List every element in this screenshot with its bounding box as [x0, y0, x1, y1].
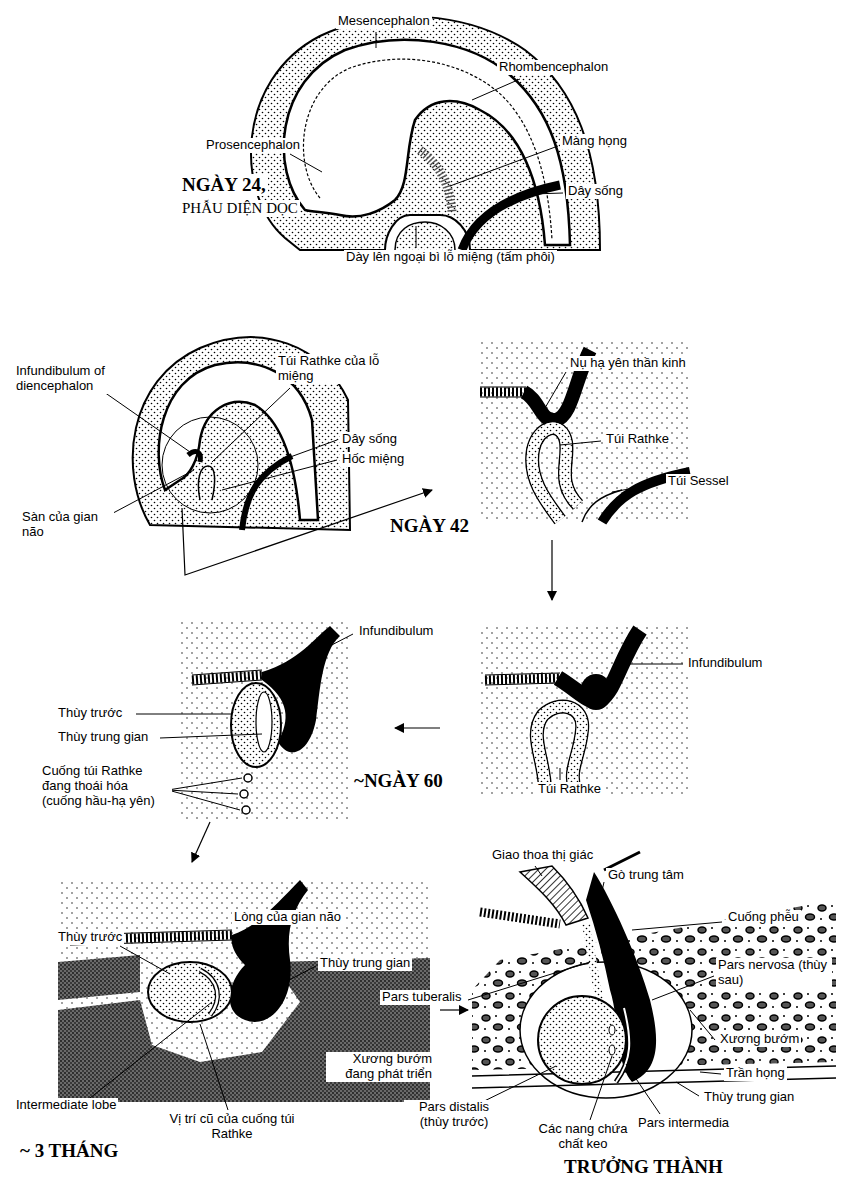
part-label: Infundibulum of diencephalon: [14, 364, 130, 394]
day24-embryo: [251, 17, 600, 250]
stage-title: TRƯỞNG THÀNH: [562, 1156, 725, 1178]
adult-hypophysis: [472, 852, 836, 1098]
stage-detail: [478, 625, 690, 795]
part-label: Prosencephalon: [204, 138, 302, 153]
part-label: Infundibulum: [357, 624, 435, 639]
part-label: Vị trí cũ của cuống túi Rathke: [160, 1112, 304, 1142]
part-label: Túi Sessel: [666, 474, 731, 489]
part-label: Cuống túi Rathke đang thoái hóa (cuống h…: [40, 764, 172, 809]
part-label: Sàn của gian não: [20, 510, 114, 540]
part-label: PHẪU DIỆN DỌC: [180, 200, 300, 217]
part-label: Pars tuberalis: [380, 990, 463, 1005]
part-label: Cuống phễu: [726, 910, 801, 925]
part-label: Lòng của gian não: [232, 910, 343, 925]
part-label: Trần họng: [724, 1066, 787, 1081]
part-label: Thùy trung gian: [702, 1090, 796, 1105]
part-label: Pars distalis (thùy trước): [404, 1100, 504, 1130]
stage-title: ~NGÀY 60: [352, 770, 445, 792]
part-label: Gò trung tâm: [606, 868, 686, 883]
part-label: Pars nervosa (thùy sau): [716, 958, 832, 988]
leader-lines: [90, 32, 722, 1120]
part-label: Thùy trước: [56, 706, 124, 721]
part-label: Thùy trung gian: [318, 956, 412, 971]
part-label: Túi Rathke: [536, 782, 603, 797]
part-label: Màng họng: [560, 134, 629, 149]
stage-title: NGÀY 42: [388, 515, 471, 537]
part-label: Dây sống: [340, 432, 399, 447]
part-label: Rhombencephalon: [497, 60, 610, 75]
stage-title: ~ 3 THÁNG: [18, 1140, 120, 1162]
day42-detail: [478, 342, 690, 522]
part-label: Túi Rathke: [604, 432, 671, 447]
part-label: Dày lên ngoại bì lỗ miệng (tấm phôi): [344, 250, 557, 265]
part-label: Nụ hạ yên thần kinh: [568, 356, 688, 371]
stage-title: NGÀY 24,: [180, 174, 268, 196]
part-label: Xương bướm: [718, 1032, 801, 1047]
part-label: Túi Rathke của lỗ miệng: [276, 354, 408, 384]
part-label: Dây sống: [566, 184, 625, 199]
early-embryo: [133, 337, 432, 575]
part-label: Hốc miệng: [340, 452, 406, 467]
part-label: Xương bướm đang phát triển: [326, 1052, 434, 1082]
part-label: Thùy trung gian: [56, 730, 150, 745]
part-label: Giao thoa thị giác: [490, 848, 595, 863]
part-label: Mesencephalon: [336, 14, 432, 29]
part-label: Pars intermedia: [636, 1116, 731, 1131]
part-label: Intermediate lobe: [14, 1098, 118, 1113]
part-label: Thùy trước: [56, 930, 124, 945]
part-label: Các nang chứa chất keo: [526, 1122, 640, 1152]
part-label: Infundibulum: [686, 656, 764, 671]
